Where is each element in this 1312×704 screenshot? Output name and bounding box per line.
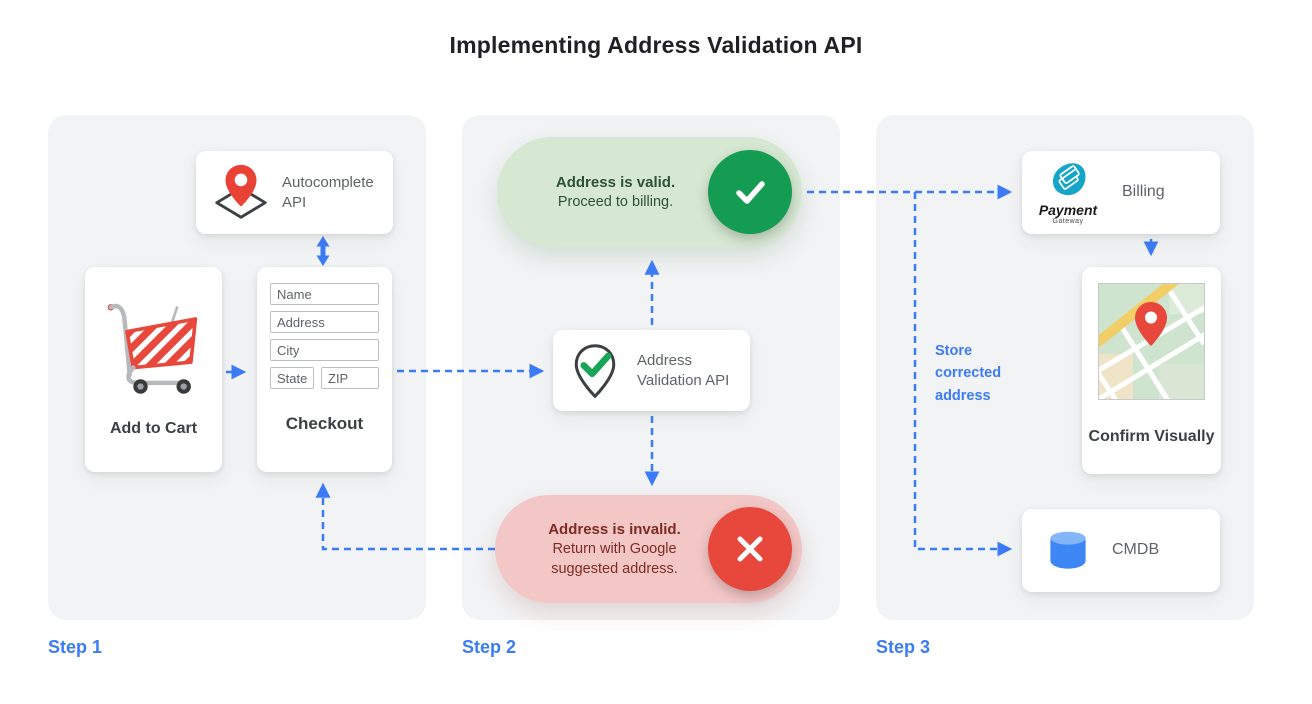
payment-logo-text: Payment	[1038, 201, 1098, 218]
billing-label: Billing	[1122, 183, 1165, 201]
name-field[interactable]: Name	[270, 283, 379, 305]
checkmark-icon	[708, 150, 792, 234]
valid-pill-title: Address is valid.	[555, 173, 676, 191]
add-to-cart-card: Add to Cart	[85, 267, 222, 472]
x-icon	[708, 507, 792, 591]
step3-label: Step 3	[876, 637, 931, 657]
page-title: Implementing Address Validation API	[449, 32, 863, 58]
address-field[interactable]: Address	[270, 311, 379, 333]
address-valid-pill: Address is valid. Proceed to billing.	[497, 137, 802, 247]
gateway-logo-text: Gateway	[1052, 217, 1084, 225]
payment-gateway-logo: Payment Gateway	[1036, 161, 1100, 225]
city-field[interactable]: City	[270, 339, 379, 361]
cmdb-label: CMDB	[1112, 541, 1160, 559]
autocomplete-api-label: Autocomplete API	[282, 174, 374, 211]
confirm-visually-label: Confirm Visually	[1088, 428, 1215, 446]
zip-field[interactable]: ZIP	[321, 367, 379, 389]
store-corrected-address-annotation: Store corrected address	[935, 343, 1002, 404]
map-pin-diamond-icon	[210, 162, 272, 224]
step2-label: Step 2	[462, 637, 517, 657]
checkout-label: Checkout	[285, 414, 364, 434]
valid-pill-subtitle: Proceed to billing.	[557, 193, 674, 210]
cmdb-card: CMDB	[1022, 509, 1220, 592]
invalid-pill-title: Address is invalid.	[548, 520, 681, 538]
confirm-visually-card: Confirm Visually	[1082, 267, 1221, 474]
billing-card: Payment Gateway Billing	[1022, 151, 1220, 234]
state-field[interactable]: State	[270, 367, 314, 389]
invalid-pill-subtitle: Return with Google suggested address.	[551, 540, 678, 577]
step1-label: Step 1	[48, 637, 103, 657]
autocomplete-api-card: Autocomplete API	[196, 151, 393, 234]
database-cylinder-icon	[1044, 528, 1092, 574]
map-thumbnail	[1098, 283, 1205, 400]
add-to-cart-label: Add to Cart	[109, 420, 198, 438]
pin-check-icon	[565, 341, 625, 401]
address-validation-api-label: Address Validation API	[637, 352, 730, 389]
shopping-cart-icon	[100, 295, 208, 397]
address-validation-api-card: Address Validation API	[553, 330, 750, 411]
checkout-card: Name Address City State ZIP Checkout	[257, 267, 392, 472]
address-invalid-pill: Address is invalid. Return with Google s…	[495, 495, 802, 603]
